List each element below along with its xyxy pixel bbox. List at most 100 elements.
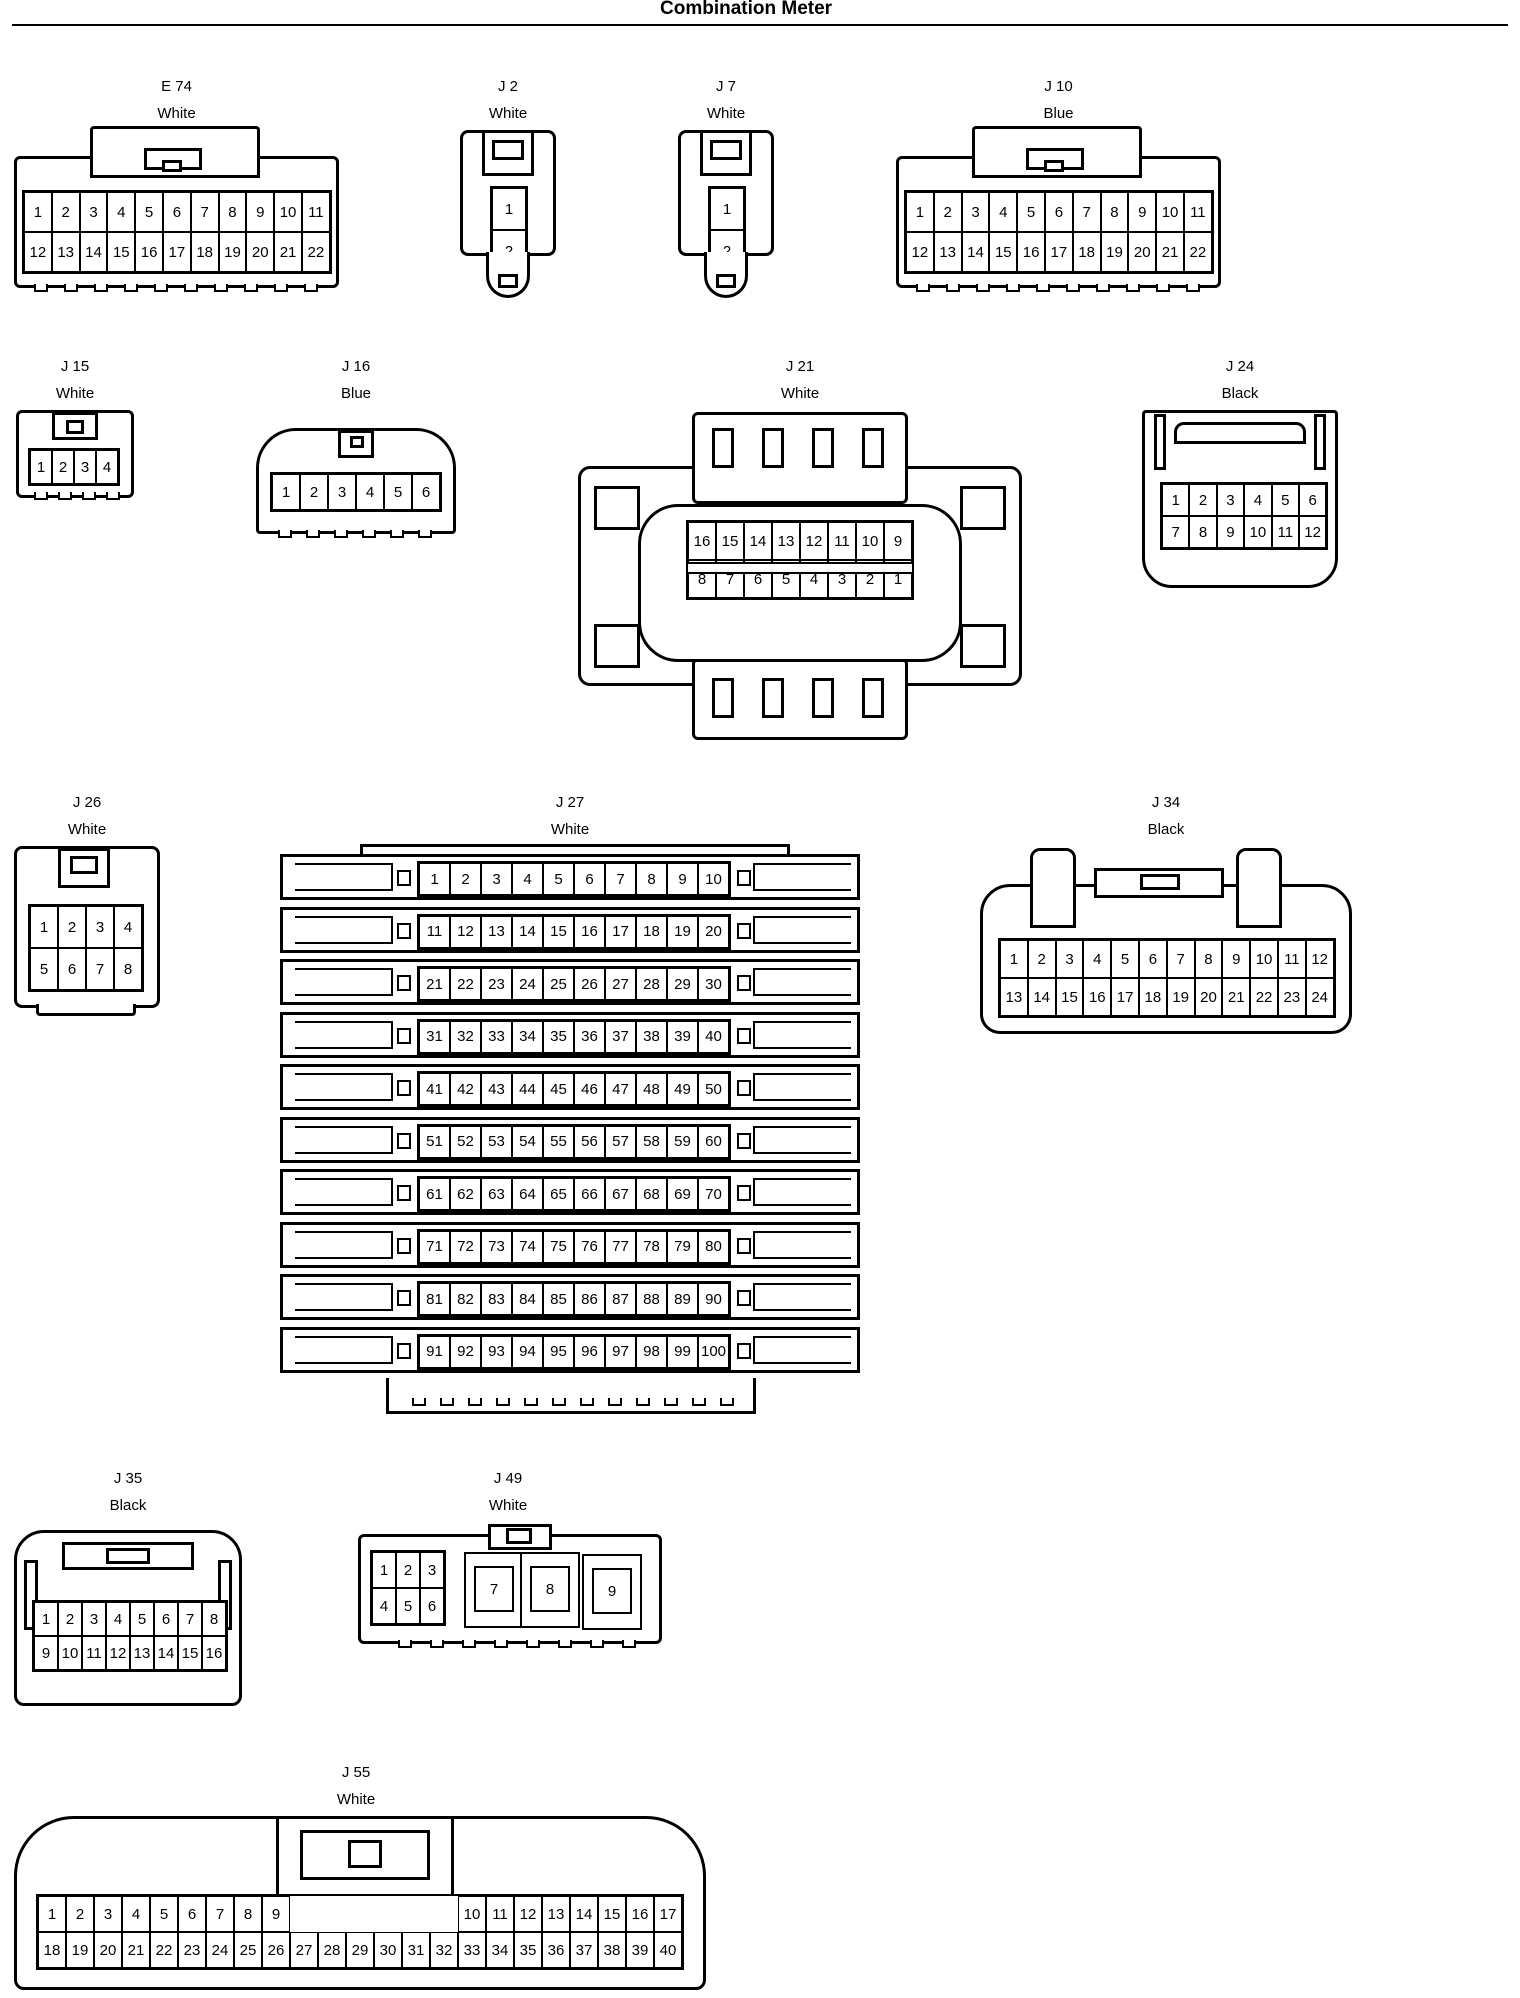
pin-cell: 6 [420,1588,444,1624]
housing-tab [590,1640,604,1648]
tip-key [498,274,518,288]
pin-cell: 4 [372,1588,396,1624]
connector-name: J 55 [341,1764,371,1781]
pin-cell: 8 [202,1602,226,1636]
pin-cell: 44 [512,1073,543,1105]
housing-tab [94,284,108,292]
connector-name: J 49 [493,1470,523,1487]
pin-cell: 10 [1250,940,1278,978]
pin-cell: 1 [1162,484,1190,516]
connector-color: Black [109,1497,147,1514]
pin-cell: 16 [1017,232,1045,272]
pin-cell: 94 [512,1335,543,1368]
housing-tab [106,492,120,500]
pin-cell: 3 [1216,484,1245,516]
housing-tab [636,1398,650,1406]
latch-key [1140,874,1180,890]
pin-cell: 7 [1162,516,1190,548]
pin-cell: 2 [450,863,481,895]
pin-cell: 5 [384,474,412,510]
pin-cell: 10 [856,522,884,560]
row-slot [753,915,851,944]
pin-cell: 12 [24,232,52,272]
pin-cell: 54 [512,1125,543,1158]
pin-cell: 84 [512,1283,543,1315]
side-latch [1154,414,1166,470]
latch-window [762,428,784,468]
row-slot [753,1020,851,1049]
pin-cell: 28 [636,968,667,1000]
pin-cell: 11 [1183,192,1212,232]
pin-cell: 12 [514,1896,542,1932]
row-slot [295,1283,393,1311]
row-key [737,1342,751,1359]
pin-cell: 93 [481,1335,512,1368]
side-latch [1030,848,1076,928]
row-slot [295,1020,393,1049]
pin-cell: 66 [574,1178,605,1210]
row-key [397,1185,411,1201]
latch-window [812,678,834,718]
pin-cell: 4 [122,1896,150,1932]
latch-window [812,428,834,468]
row-slot [753,1335,851,1364]
pin-gap [290,1896,318,1932]
housing-tab [412,1398,426,1406]
pin-cell: 9 [1216,516,1245,548]
tip-key [716,274,736,288]
pin-cell: 11 [1271,516,1299,548]
pin-cell: 12 [1305,940,1334,978]
pin-cell: 20 [1128,232,1157,272]
latch-key [162,160,182,172]
housing-tab [82,492,96,500]
pin-cell: 47 [605,1073,636,1105]
pin-cell: 1 [372,1552,396,1588]
row-key [737,975,751,991]
row-slot [295,1073,393,1101]
connector-name: J 10 [1044,78,1073,95]
pin-cell: 85 [543,1283,574,1315]
pin-cell: 36 [574,1020,605,1053]
housing-tab [1186,284,1200,292]
pin-cell: 32 [430,1932,458,1968]
pin-cell: 1 [272,474,300,510]
pin-cell: 77 [605,1230,636,1263]
latch-key [348,1840,382,1868]
pin-cell: 21 [1156,232,1184,272]
row-key [737,922,751,939]
pin-cell: 92 [450,1335,481,1368]
pin-cell: 61 [419,1178,450,1210]
pin-cell: 1 [1000,940,1028,978]
pin-cell: 2 [1189,484,1217,516]
pin-cell: 13 [1000,978,1028,1016]
pin-cell: 12 [450,915,481,948]
pin-cell: 2 [58,906,86,948]
pin-cell: 3 [1055,940,1084,978]
housing-tab [64,284,78,292]
housing-tab [58,492,72,500]
pin-cell: 2 [396,1552,420,1588]
housing-tab [278,530,292,538]
pin-cell: 19 [667,915,698,948]
pin-cell: 7 [605,863,636,895]
pin-cell: 5 [1111,940,1139,978]
pin-cell: 12 [1298,516,1327,548]
pin-cell: 58 [636,1125,667,1158]
pin-cell: 11 [828,522,856,560]
pin-cell: 52 [450,1125,481,1158]
pin-cell: 4 [512,863,543,895]
connector-color: White [488,105,528,122]
pin-cell: 87 [605,1283,636,1315]
pin-cell: 27 [290,1932,318,1968]
pin-cell: 31 [419,1020,450,1053]
side-latch [1236,848,1282,928]
